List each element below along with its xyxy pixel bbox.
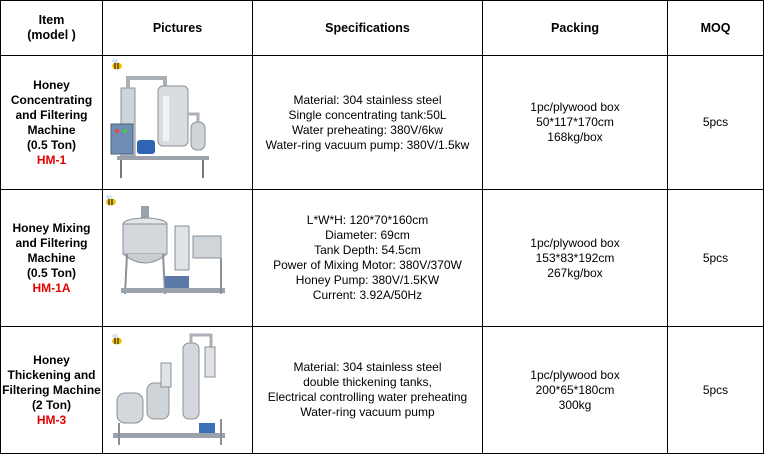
item-cell: Honey Mixing and Filtering Machine (0.5 … bbox=[0, 189, 103, 327]
packing-cell: 1pc/plywood box 153*83*192cm 267kg/box bbox=[482, 189, 668, 327]
specifications-cell: Material: 304 stainless steel double thi… bbox=[252, 326, 483, 454]
item-cell: Honey Thickening and Filtering Machine (… bbox=[0, 326, 103, 454]
spec-line: Electrical controlling water preheating bbox=[267, 390, 468, 404]
header-specifications: Specifications bbox=[252, 0, 483, 56]
bee-logo-icon bbox=[112, 334, 122, 345]
spec-line: Material: 304 stainless steel bbox=[293, 360, 442, 374]
packing-line: 1pc/plywood box bbox=[530, 235, 620, 250]
item-name-line: (2 Ton) bbox=[31, 397, 72, 412]
spec-line: Current: 3.92A/50Hz bbox=[312, 288, 423, 302]
item-name-line: Machine bbox=[27, 250, 76, 265]
spec-line: double thickening tanks, bbox=[303, 375, 432, 389]
item-name-line: Honey bbox=[33, 352, 70, 367]
header-pictures: Pictures bbox=[102, 0, 253, 56]
item-cell: Honey Concentrating and Filtering Machin… bbox=[0, 55, 103, 190]
item-name-line: Honey Mixing bbox=[12, 220, 91, 235]
table-row: Honey Mixing and Filtering Machine (0.5 … bbox=[0, 189, 764, 327]
table-row: Honey Concentrating and Filtering Machin… bbox=[0, 55, 764, 190]
packing-line: 168kg/box bbox=[547, 130, 603, 144]
moq-cell: 5pcs bbox=[667, 55, 764, 190]
item-name-line: (0.5 Ton) bbox=[26, 265, 77, 280]
item-name-line: Honey bbox=[33, 77, 70, 92]
item-name: Honey Thickening and Filtering Machine (… bbox=[1, 353, 102, 413]
header-item: Item (model ) bbox=[0, 0, 103, 56]
bee-logo-icon bbox=[112, 59, 122, 70]
spec-line: Water-ring vacuum pump: 380V/1.5kw bbox=[265, 137, 470, 152]
model-code: HM-3 bbox=[36, 412, 67, 427]
item-name-line: and Filtering bbox=[15, 235, 88, 250]
honey-mixing-machine-photo bbox=[103, 190, 252, 326]
item-name-line: (0.5 Ton) bbox=[26, 137, 77, 152]
header-model-label: (model ) bbox=[27, 28, 76, 42]
packing-line: 300kg bbox=[558, 397, 592, 412]
spec-line: Tank Depth: 54.5cm bbox=[314, 243, 421, 257]
packing-cell: 1pc/plywood box 200*65*180cm 300kg bbox=[482, 326, 668, 454]
packing-line: 153*83*192cm bbox=[535, 250, 615, 265]
packing-cell: 1pc/plywood box 50*117*170cm 168kg/box bbox=[482, 55, 668, 190]
picture-cell bbox=[102, 326, 253, 454]
honey-concentrating-machine-photo bbox=[103, 56, 252, 189]
item-name-line: Machine bbox=[27, 122, 76, 137]
picture-cell bbox=[102, 189, 253, 327]
specifications-cell: Material: 304 stainless steel Single con… bbox=[252, 55, 483, 190]
header-moq: MOQ bbox=[667, 0, 764, 56]
spec-line: Diameter: 69cm bbox=[325, 228, 410, 242]
header-packing: Packing bbox=[482, 0, 668, 56]
item-name: Honey Concentrating and Filtering Machin… bbox=[1, 78, 102, 153]
header-row: Item (model ) Pictures Specifications Pa… bbox=[0, 0, 764, 56]
moq-cell: 5pcs bbox=[667, 326, 764, 454]
spec-line: L*W*H: 120*70*160cm bbox=[306, 213, 429, 227]
moq-cell: 5pcs bbox=[667, 189, 764, 327]
packing-line: 1pc/plywood box bbox=[530, 367, 620, 382]
packing-line: 1pc/plywood box bbox=[530, 100, 620, 114]
packing-line: 50*117*170cm bbox=[536, 115, 614, 129]
specifications-cell: L*W*H: 120*70*160cm Diameter: 69cm Tank … bbox=[252, 189, 483, 327]
table-row: Honey Thickening and Filtering Machine (… bbox=[0, 326, 764, 454]
item-name-line: Thickening and bbox=[7, 367, 96, 382]
model-code: HM-1A bbox=[32, 280, 71, 295]
item-name-line: and Filtering bbox=[15, 107, 88, 122]
packing-line: 267kg/box bbox=[547, 265, 603, 280]
spec-line: Honey Pump: 380V/1.5KW bbox=[295, 273, 440, 287]
packing-line: 200*65*180cm bbox=[535, 382, 615, 397]
spec-line: Water-ring vacuum pump bbox=[300, 405, 435, 419]
item-name-line: Concentrating bbox=[10, 92, 93, 107]
bee-logo-icon bbox=[106, 195, 116, 206]
spec-line: Material: 304 stainless steel bbox=[293, 92, 442, 107]
spec-line: Single concentrating tank:50L bbox=[288, 107, 447, 122]
picture-cell bbox=[102, 55, 253, 190]
header-item-label: Item bbox=[38, 13, 65, 27]
honey-thickening-machine-photo bbox=[103, 327, 252, 453]
spec-line: Power of Mixing Motor: 380V/370W bbox=[273, 258, 462, 272]
item-name-line: Filtering Machine bbox=[2, 382, 101, 397]
item-name: Honey Mixing and Filtering Machine (0.5 … bbox=[1, 221, 102, 281]
spec-line: Water preheating: 380V/6kw bbox=[292, 122, 443, 137]
model-code: HM-1 bbox=[36, 152, 67, 167]
